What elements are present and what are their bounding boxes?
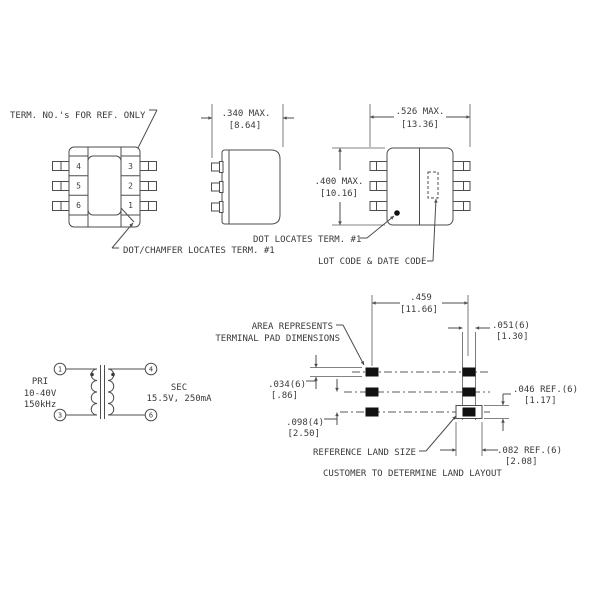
note-area-line2: TERMINAL PAD DIMENSIONS	[215, 334, 340, 344]
dim-098-mm: [2.50]	[287, 429, 320, 439]
pin-numbers: 4 5 6 3 2 1	[76, 162, 133, 210]
dim-459-in: .459	[410, 293, 432, 303]
dim-082-mm: [2.08]	[505, 457, 538, 467]
dim-098-in: .098(4)	[286, 418, 324, 428]
dim-height-400: .400 MAX. [10.16]	[315, 147, 385, 226]
bottom-view-body	[386, 147, 454, 226]
package-top-view: TERM. NO.'s FOR REF. ONLY	[10, 109, 275, 256]
note-dot-locates: DOT LOCATES TERM. #1	[253, 235, 361, 245]
secondary-winding	[107, 368, 146, 416]
dim-land-height: .046 REF.(6) [1.17]	[484, 385, 578, 431]
primary-winding	[65, 368, 98, 416]
leader-dot-note	[360, 215, 395, 239]
dim-340-mm: [8.64]	[229, 121, 262, 131]
dim-pad-height: .034(6) [.86]	[268, 355, 362, 401]
pin-1-label: 1	[128, 201, 133, 210]
pin-4-label: 4	[76, 162, 81, 171]
dim-pad-width: .051(6) [1.30]	[448, 321, 530, 342]
pin-3-label: 3	[128, 162, 133, 171]
dim-051-mm: [1.30]	[496, 332, 529, 342]
dim-340-in: .340 MAX.	[222, 109, 271, 119]
leader-reference-land	[419, 415, 457, 452]
package-body-top	[68, 146, 141, 228]
lot-code-marking-area	[427, 171, 439, 199]
note-customer-layout: CUSTOMER TO DETERMINE LAND LAYOUT	[323, 469, 502, 479]
land-pattern-view: .459 [11.66] .051(6) [1.30] AREA REPRESE…	[215, 293, 578, 479]
note-area-line1: AREA REPRESENTS	[252, 322, 333, 332]
note-dot-chamfer: DOT/CHAMFER LOCATES TERM. #1	[123, 246, 275, 256]
note-lot-code: LOT CODE & DATE CODE	[318, 257, 426, 267]
dim-width-526: .526 MAX. [13.36]	[369, 104, 471, 147]
dim-width-340: .340 MAX. [8.64]	[201, 104, 294, 158]
dim-526-mm: [13.36]	[401, 120, 439, 130]
primary-voltage: 10-40V	[24, 389, 57, 399]
dim-034-mm: [.86]	[271, 391, 298, 401]
dim-034-in: .034(6)	[268, 380, 306, 390]
primary-label: PRI	[32, 377, 48, 387]
pin-5-label: 5	[76, 182, 81, 191]
side-view-pins	[211, 161, 224, 213]
terminal1-dot	[394, 210, 400, 216]
dim-082-in: .082 REF.(6)	[497, 446, 562, 456]
dim-land-width: .082 REF.(6) [2.08]	[440, 422, 562, 467]
leader-chamfer-note	[111, 222, 134, 249]
dim-400-mm: [10.16]	[320, 189, 358, 199]
leader-area-note	[336, 324, 365, 366]
dim-400-in: .400 MAX.	[315, 177, 364, 187]
pin-6-label: 6	[76, 201, 81, 210]
pin-2-label: 2	[128, 182, 133, 191]
leader-lot-note	[427, 198, 438, 262]
dim-526-in: .526 MAX.	[396, 107, 445, 117]
note-terminal-numbers: TERM. NO.'s FOR REF. ONLY	[10, 111, 146, 121]
terminal-pads	[365, 367, 483, 419]
side-view-body	[221, 149, 281, 225]
transformer-schematic: 1 3 4 6 PRI 10-40V 150kHz SEC 15.5V, 250…	[24, 362, 212, 422]
schematic-pin-1-number: 1	[58, 366, 62, 374]
package-bottom-view: .526 MAX. [13.36] .400 MAX. [10.16] DOT …	[253, 104, 471, 267]
schematic-pin-3-number: 3	[58, 412, 62, 420]
dim-pitch-y: .098(4) [2.50]	[286, 379, 339, 439]
chamfer-line	[120, 207, 135, 223]
dim-459-mm: [11.66]	[400, 305, 438, 315]
primary-frequency: 150kHz	[24, 400, 57, 410]
dim-046-in: .046 REF.(6)	[513, 385, 578, 395]
package-side-view: .340 MAX. [8.64]	[201, 104, 294, 225]
dim-pitch-x: .459 [11.66]	[372, 293, 468, 315]
dim-046-mm: [1.17]	[524, 396, 557, 406]
dim-051-in: .051(6)	[492, 321, 530, 331]
secondary-polarity-dot	[111, 372, 115, 377]
core-lines	[100, 365, 105, 419]
secondary-label: SEC	[171, 383, 187, 393]
note-reference-land: REFERENCE LAND SIZE	[313, 448, 416, 458]
schematic-pin-6-number: 6	[149, 412, 153, 420]
secondary-rating: 15.5V, 250mA	[146, 394, 212, 404]
primary-polarity-dot	[90, 372, 94, 377]
schematic-pin-4-number: 4	[149, 366, 153, 374]
